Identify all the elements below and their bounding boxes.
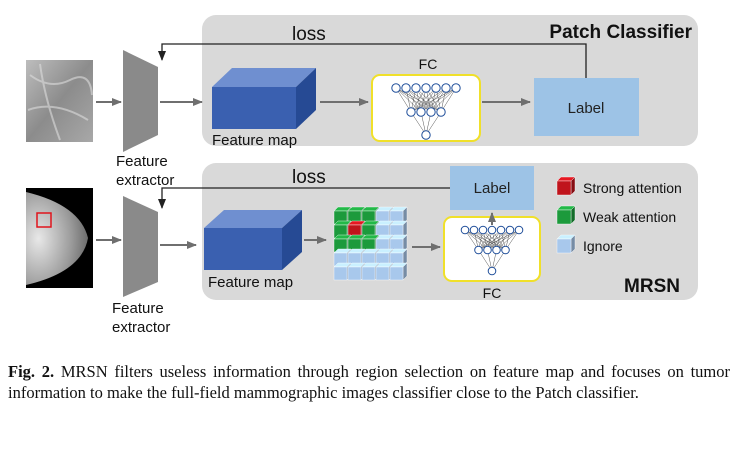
nn-top-edge: [410, 87, 437, 113]
nn-top-node: [441, 83, 451, 93]
nn-top-node: [451, 83, 461, 93]
extractor-label-top-line1: Feature: [116, 153, 168, 170]
patch-classifier-title: Patch Classifier: [549, 22, 692, 43]
nn-top-node: [421, 130, 431, 140]
extractor-label-top-line2: extractor: [116, 172, 174, 189]
nn-top-edge: [430, 87, 457, 113]
caption-text: MRSN filters useless information through…: [8, 362, 730, 402]
extractor-label-bottom-line1: Feature: [112, 300, 164, 317]
extractor-label-bottom-line2: extractor: [112, 319, 170, 336]
nn-bottom-node: [492, 245, 501, 255]
nn-bottom-node: [496, 225, 506, 235]
fc-label-bottom: FC: [483, 285, 502, 301]
feature-extractor-top: [123, 50, 158, 152]
nn-bottom-node: [474, 245, 483, 255]
nn-bottom-edge: [478, 229, 502, 251]
nn-bottom-node: [487, 266, 497, 276]
legend-label-0: Strong attention: [583, 180, 682, 196]
neural-network-icon-bottom: [460, 225, 524, 276]
label-box-top: [534, 78, 639, 136]
nn-bottom-node: [501, 245, 510, 255]
label-text-top: Label: [568, 100, 605, 117]
nn-top-node: [416, 107, 426, 117]
nn-top-node: [436, 107, 446, 117]
loss-label-bottom: loss: [292, 167, 326, 188]
grid-cell-ignore: [389, 206, 408, 225]
loss-feedback-line-bottom: [158, 187, 450, 209]
loss-label-top: loss: [292, 24, 326, 45]
legend-label-2: Ignore: [583, 238, 623, 254]
nn-top-edge: [410, 87, 427, 113]
grid-cell-ignore: [389, 248, 408, 267]
legend-swatch-2: [556, 234, 576, 254]
patch-image-texture: [27, 63, 93, 141]
mrsn-title: MRSN: [624, 276, 680, 297]
feature-map-label-bottom: Feature map: [208, 274, 293, 291]
nn-top-node: [406, 107, 416, 117]
nn-bottom-edge: [478, 229, 511, 251]
nn-top-node: [421, 83, 431, 93]
nn-bottom-node: [505, 225, 515, 235]
mrsn-architecture-diagram: Patch Classifier Feature extractor Featu…: [26, 15, 698, 336]
nn-bottom-node: [478, 225, 488, 235]
nn-bottom-node: [483, 245, 492, 255]
figure-caption: Fig. 2. MRSN filters useless information…: [8, 361, 730, 403]
fc-label-top: FC: [419, 56, 438, 72]
label-box-bottom: [450, 166, 534, 210]
nn-top-node: [411, 83, 421, 93]
nn-top-node: [431, 83, 441, 93]
nn-top-edge: [410, 87, 457, 113]
legend-swatch-1: [556, 205, 576, 225]
label-text-bottom: Label: [474, 180, 511, 197]
grid-cell-ignore: [389, 220, 408, 239]
nn-top-edge: [410, 87, 447, 113]
attention-grid: [333, 206, 408, 281]
loss-feedback-line-top: [158, 43, 587, 78]
nn-top-node: [401, 83, 411, 93]
nn-bottom-node: [487, 225, 497, 235]
nn-bottom-node: [514, 225, 524, 235]
nn-top-node: [426, 107, 436, 117]
nn-bottom-node: [469, 225, 479, 235]
feature-map-cube-top: [212, 68, 316, 129]
nn-top-node: [391, 83, 401, 93]
feature-extractor-bottom: [123, 196, 158, 297]
neural-network-icon-top: [391, 83, 461, 140]
feature-map-label-top: Feature map: [212, 132, 297, 149]
nn-top-edge: [420, 87, 457, 113]
nn-top-edge: [440, 87, 457, 113]
breast-shape: [26, 192, 88, 285]
grid-cell-ignore: [389, 234, 408, 253]
legend-swatch-0: [556, 176, 576, 196]
patch-image: [26, 60, 93, 142]
nn-bottom-edge: [496, 229, 520, 251]
nn-bottom-edge: [487, 229, 520, 251]
caption-prefix: Fig. 2.: [8, 362, 55, 381]
tumor-region-box: [36, 212, 52, 228]
nn-top-edge: [395, 87, 412, 113]
nn-bottom-node: [460, 225, 470, 235]
grid-cell-ignore: [389, 262, 408, 281]
legend-label-1: Weak attention: [583, 209, 676, 225]
feature-map-cube-bottom: [204, 210, 302, 270]
